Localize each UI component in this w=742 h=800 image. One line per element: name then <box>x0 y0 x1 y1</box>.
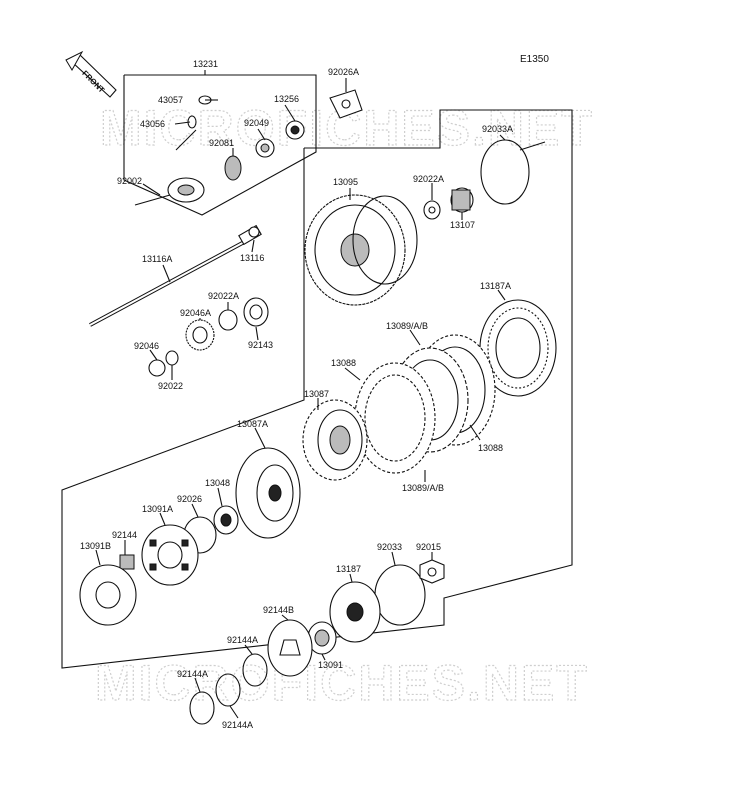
plate-13187 <box>329 581 381 643</box>
label-92144: 92144 <box>112 530 137 540</box>
label-92033a: 92033A <box>482 124 513 134</box>
clutch-housing-13095 <box>304 194 418 306</box>
label-92046a: 92046A <box>180 308 211 318</box>
label-13087a: 13087A <box>237 419 268 429</box>
label-13091a: 13091A <box>142 504 173 514</box>
label-92026: 92026 <box>177 494 202 504</box>
label-13088-top: 13088 <box>331 358 356 368</box>
label-92143: 92143 <box>248 340 273 350</box>
label-92046: 92046 <box>134 341 159 351</box>
washer-92144a-1 <box>242 653 268 687</box>
label-13048: 13048 <box>205 478 230 488</box>
front-arrow-icon: FRONT <box>65 50 117 98</box>
nut-13107 <box>450 187 474 213</box>
label-92144b: 92144B <box>263 605 294 615</box>
watermark-bottom: MICROFICHES.NET <box>95 655 589 711</box>
washer-92022a-top <box>423 200 441 220</box>
label-13187a: 13187A <box>480 281 511 291</box>
label-43057: 43057 <box>158 95 183 105</box>
label-13091: 13091 <box>318 660 343 670</box>
label-13089-bot: 13089/A/B <box>402 483 444 493</box>
spring-92144 <box>119 554 135 570</box>
label-92022a-top: 92022A <box>413 174 444 184</box>
cover-plate-92026a <box>329 89 363 119</box>
label-13088-bot: 13088 <box>478 443 503 453</box>
label-92144a-3: 92144A <box>222 720 253 730</box>
label-13187: 13187 <box>336 564 361 574</box>
release-assembly-box <box>123 74 317 216</box>
label-92026a: 92026A <box>328 67 359 77</box>
plate-13091b <box>79 564 137 626</box>
damper-13091a <box>141 524 199 586</box>
label-43056: 43056 <box>140 119 165 129</box>
nut-92015 <box>419 559 445 584</box>
label-92033: 92033 <box>377 542 402 552</box>
friction-plate-13088-bot <box>354 362 436 474</box>
label-92002: 92002 <box>117 176 142 186</box>
pressure-plate-13187a <box>479 299 557 397</box>
label-92015: 92015 <box>416 542 441 552</box>
label-13095: 13095 <box>333 177 358 187</box>
label-92022a-mid: 92022A <box>208 291 239 301</box>
leader-lines <box>95 70 506 719</box>
label-13107: 13107 <box>450 220 475 230</box>
label-92144a-2: 92144A <box>177 669 208 679</box>
label-13116: 13116 <box>240 253 264 263</box>
label-92144a-1: 92144A <box>227 635 258 645</box>
circlip-92033 <box>374 564 426 626</box>
hub-13091 <box>307 621 337 655</box>
label-92022: 92022 <box>158 381 183 391</box>
assembly-boundary <box>61 109 573 669</box>
part-labels: 13231 43057 13256 43056 92049 92081 9200… <box>80 59 513 730</box>
label-13231: 13231 <box>193 59 218 69</box>
back-plate-13087a <box>235 447 301 539</box>
washer-92022 <box>165 350 179 366</box>
washer-92022a-mid <box>218 309 238 331</box>
pushrod-13116a <box>89 238 249 327</box>
washer-92144a-3 <box>189 691 215 725</box>
label-13089-top: 13089/A/B <box>386 321 428 331</box>
label-13116a: 13116A <box>142 254 172 264</box>
guide-13048 <box>213 505 239 535</box>
figure-code: E1350 <box>520 54 549 65</box>
spring-plate-92144b <box>267 619 313 677</box>
sleeve-92143 <box>243 297 269 327</box>
label-92081: 92081 <box>209 138 234 148</box>
label-13087: 13087 <box>304 389 329 399</box>
clutch-hub-13087 <box>302 399 368 481</box>
label-92049: 92049 <box>244 118 269 128</box>
label-13256: 13256 <box>274 94 299 104</box>
label-13091b: 13091B <box>80 541 111 551</box>
bolt-13116 <box>238 224 262 246</box>
washer-92144a-2 <box>215 673 241 707</box>
bearing-92046 <box>148 359 166 377</box>
bearing-92046a <box>185 319 215 351</box>
